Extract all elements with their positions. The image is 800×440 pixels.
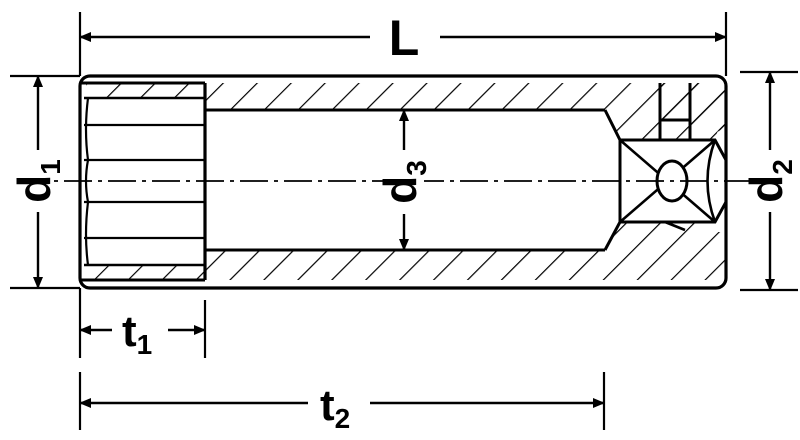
dimension-t1-label: t1 (122, 307, 152, 360)
dimension-d1: d1 (8, 74, 80, 290)
dimension-d3-label-backdrop (384, 150, 424, 214)
dimension-L-label: L (389, 10, 420, 66)
dimension-d3: d3 (374, 109, 432, 251)
dimension-d2-label: d2 (740, 159, 798, 203)
dimension-d3-label: d3 (374, 160, 432, 204)
dimension-d1-label: d1 (8, 159, 66, 203)
hatched-drive-end-top (660, 83, 726, 134)
opening-hatch-bottom (86, 265, 205, 280)
dimension-t2-label: t2 (320, 381, 350, 434)
dimension-t2: t2 (78, 372, 606, 434)
socket-body (20, 74, 780, 290)
dimension-L: L (78, 10, 728, 76)
dimension-d2: d2 (740, 70, 798, 292)
hatched-wall-top (205, 83, 726, 140)
opening-hatch-top (86, 83, 205, 98)
dimension-t1: t1 (78, 288, 207, 360)
cross-hole-guide-bottom (664, 220, 686, 232)
square-drive-curve-right (706, 139, 717, 223)
